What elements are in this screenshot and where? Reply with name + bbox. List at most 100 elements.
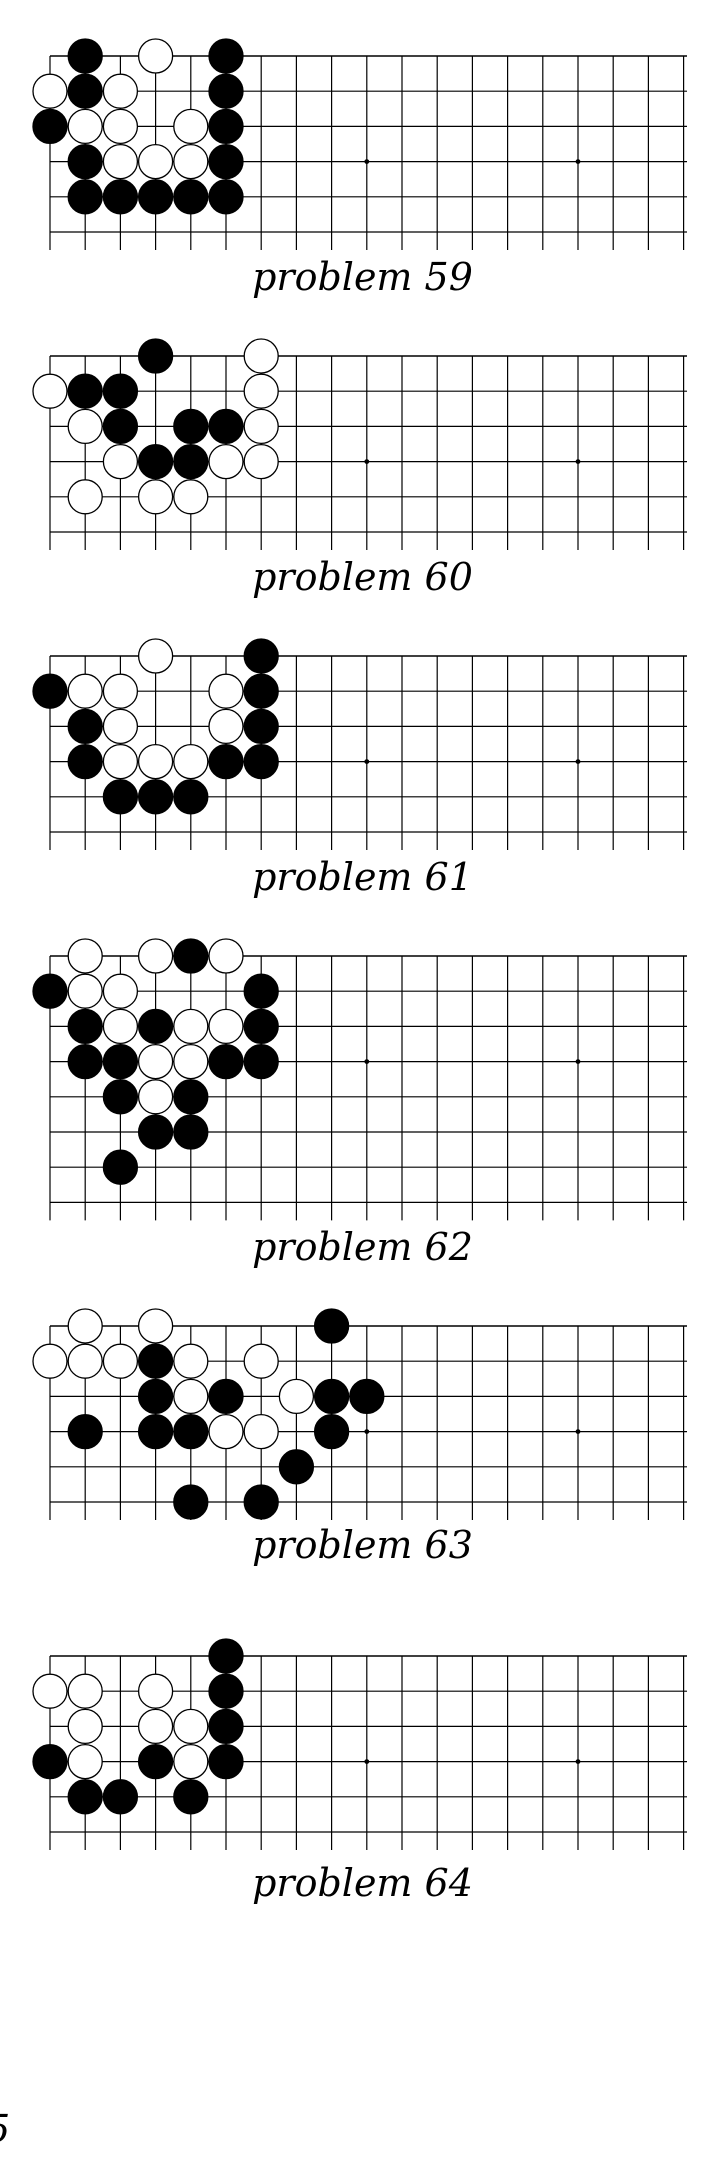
black-stone	[173, 1484, 209, 1520]
black-stone	[349, 1378, 385, 1415]
white-stone	[208, 938, 244, 974]
white-stone	[208, 708, 244, 745]
black-stone	[137, 779, 174, 815]
white-stone	[208, 1413, 244, 1450]
go-board	[32, 38, 687, 250]
white-stone	[137, 479, 174, 515]
black-stone	[137, 179, 174, 215]
black-stone	[67, 1413, 103, 1450]
white-stone	[173, 108, 209, 145]
black-stone	[208, 73, 244, 109]
white-stone	[137, 1043, 174, 1080]
black-stone	[67, 743, 103, 780]
white-stone	[102, 1008, 139, 1045]
white-stone	[67, 479, 103, 515]
white-stone	[137, 38, 174, 74]
white-stone	[67, 408, 103, 445]
white-stone	[32, 1343, 68, 1379]
black-stone	[208, 38, 244, 74]
black-stone	[102, 408, 139, 445]
black-stone	[67, 708, 103, 745]
white-stone	[137, 743, 174, 780]
black-stone	[173, 938, 209, 974]
white-stone	[243, 408, 279, 445]
black-stone	[173, 1779, 209, 1815]
star-point	[575, 1759, 581, 1764]
black-stone	[208, 1043, 244, 1080]
black-stone	[243, 638, 279, 674]
page-number: 5	[0, 2110, 10, 2148]
white-stone	[102, 1343, 139, 1379]
black-stone	[243, 973, 279, 1009]
black-stone	[208, 1638, 244, 1674]
black-stone	[67, 373, 103, 409]
white-stone	[137, 938, 174, 974]
white-stone	[102, 673, 139, 709]
white-stone	[173, 1343, 209, 1379]
black-stone	[67, 1779, 103, 1815]
white-stone	[67, 1343, 103, 1379]
white-stone	[243, 1413, 279, 1450]
black-stone	[243, 1008, 279, 1045]
black-stone	[243, 743, 279, 780]
star-point	[575, 1059, 581, 1064]
black-stone	[208, 743, 244, 780]
black-stone	[32, 1743, 68, 1780]
black-stone	[67, 38, 103, 74]
black-stone	[208, 143, 244, 180]
black-stone	[278, 1449, 315, 1485]
white-stone	[137, 1708, 174, 1745]
black-stone	[137, 1378, 174, 1415]
black-stone	[32, 108, 68, 145]
black-stone	[208, 1673, 244, 1709]
problem-caption: problem 61	[252, 855, 473, 899]
black-stone	[313, 1413, 350, 1450]
problem-caption: problem 59	[252, 255, 473, 299]
black-stone	[102, 1149, 139, 1185]
white-stone	[102, 743, 139, 780]
black-stone	[243, 1484, 279, 1520]
black-stone	[32, 973, 68, 1009]
black-stone	[102, 1079, 139, 1115]
black-stone	[173, 779, 209, 815]
white-stone	[243, 1343, 279, 1379]
black-stone	[102, 779, 139, 815]
white-stone	[137, 638, 174, 674]
white-stone	[137, 143, 174, 180]
black-stone	[67, 1043, 103, 1080]
white-stone	[67, 1673, 103, 1709]
go-board	[32, 638, 687, 850]
white-stone	[137, 1308, 174, 1344]
white-stone	[102, 973, 139, 1009]
go-board	[32, 1308, 687, 1520]
white-stone	[173, 1743, 209, 1780]
go-board	[32, 1638, 687, 1850]
black-stone	[102, 373, 139, 409]
white-stone	[102, 108, 139, 145]
white-stone	[173, 1008, 209, 1045]
star-point	[575, 159, 581, 165]
white-stone	[67, 1708, 103, 1745]
go-board	[32, 338, 687, 550]
go-board	[32, 938, 687, 1221]
white-stone	[102, 708, 139, 745]
white-stone	[32, 1673, 68, 1709]
black-stone	[137, 1743, 174, 1780]
white-stone	[243, 338, 279, 374]
black-stone	[173, 408, 209, 445]
problem-caption: problem 63	[252, 1523, 473, 1567]
white-stone	[243, 373, 279, 409]
white-stone	[137, 1079, 174, 1115]
white-stone	[173, 1708, 209, 1745]
black-stone	[137, 443, 174, 480]
star-point	[364, 759, 370, 764]
star-point	[575, 1429, 581, 1434]
black-stone	[137, 1114, 174, 1150]
white-stone	[102, 73, 139, 109]
problem-caption: problem 60	[252, 555, 473, 599]
white-stone	[208, 443, 244, 480]
black-stone	[102, 1779, 139, 1815]
white-stone	[67, 938, 103, 974]
black-stone	[243, 1043, 279, 1080]
black-stone	[243, 708, 279, 745]
